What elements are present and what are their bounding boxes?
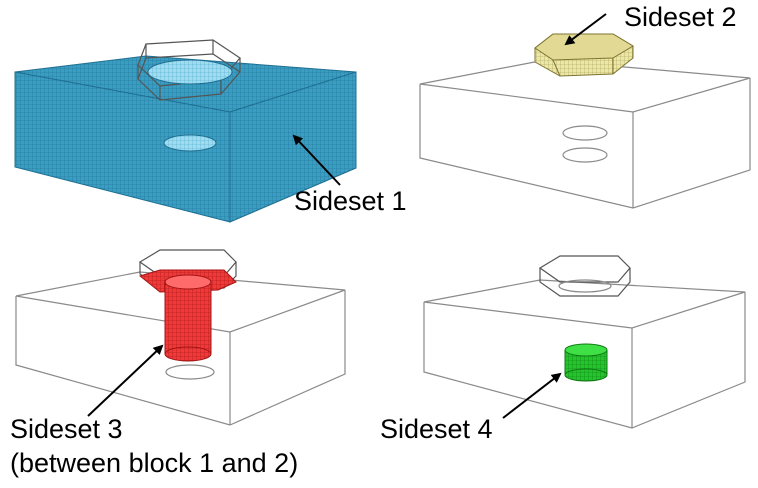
sideset-3-sublabel: (between block 1 and 2) — [10, 448, 299, 478]
bolt-hole-top — [147, 59, 233, 85]
sideset-2-arrow — [564, 13, 607, 46]
panel-sideset-3 — [15, 249, 346, 426]
sideset-4-label: Sideset 4 — [380, 414, 493, 444]
sideset-3-label: Sideset 3 — [10, 414, 123, 444]
sideset-2-label: Sideset 2 — [624, 2, 737, 32]
sideset-3-arrow — [87, 344, 164, 417]
panel-sideset-1 — [14, 39, 357, 223]
sideset-1-label: Sideset 1 — [294, 186, 407, 216]
bolt-hole-bottom — [163, 134, 217, 152]
block-right-face — [229, 71, 357, 223]
sideset-4-arrow — [502, 372, 562, 419]
sideset-1-arrow — [292, 134, 341, 186]
panel-sideset-4 — [423, 255, 746, 429]
panel-sideset-2 — [419, 13, 751, 209]
bolt-shank — [164, 281, 212, 355]
